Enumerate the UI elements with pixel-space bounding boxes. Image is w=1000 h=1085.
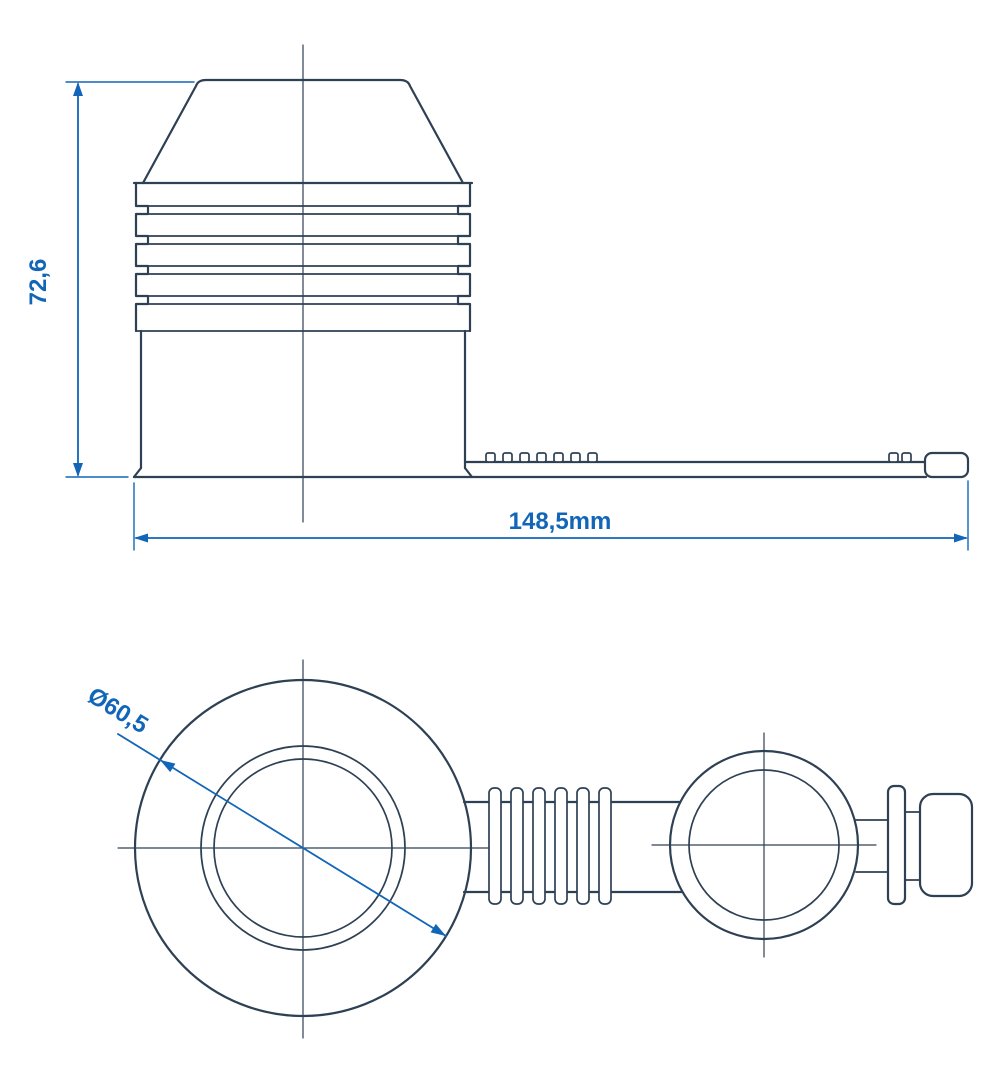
cap-ribs-right-profile [456, 181, 472, 333]
width-dimension-label: 148,5mm [509, 508, 612, 535]
diameter-arrow-lower-right [430, 923, 446, 936]
side-elevation-view [132, 44, 970, 523]
strap-side-profile [132, 451, 970, 479]
strap-plan-ribs [488, 787, 612, 905]
strap-plan [462, 787, 684, 905]
strap-end-tab-side [923, 451, 970, 479]
dimension-arrow-right [954, 533, 968, 543]
ring-crosshair-centerlines [651, 732, 877, 958]
pull-tab-crossbar [886, 784, 907, 906]
width-dimension [133, 480, 969, 551]
cap-top-frustum-outline [141, 78, 465, 185]
dimension-arrow-down [73, 463, 83, 477]
pull-tab-plan [855, 784, 974, 906]
cap-lower-body [132, 329, 474, 479]
diameter-arrow-upper-left [160, 760, 176, 773]
strap-rib-bumps [485, 452, 912, 463]
dimension-arrow-left [134, 533, 148, 543]
height-dimension [65, 81, 195, 478]
dimension-arrow-up [73, 82, 83, 96]
cap-ribs-left-profile [134, 181, 150, 333]
pull-tab-end-cap [918, 792, 974, 898]
cap-rib-groove-lines [135, 205, 471, 332]
dimension-arrowheads [73, 82, 968, 936]
height-dimension-label: 72,6 [25, 259, 52, 306]
diameter-dimension-label: Ø60,5 [83, 682, 153, 739]
plan-view [117, 659, 974, 1039]
